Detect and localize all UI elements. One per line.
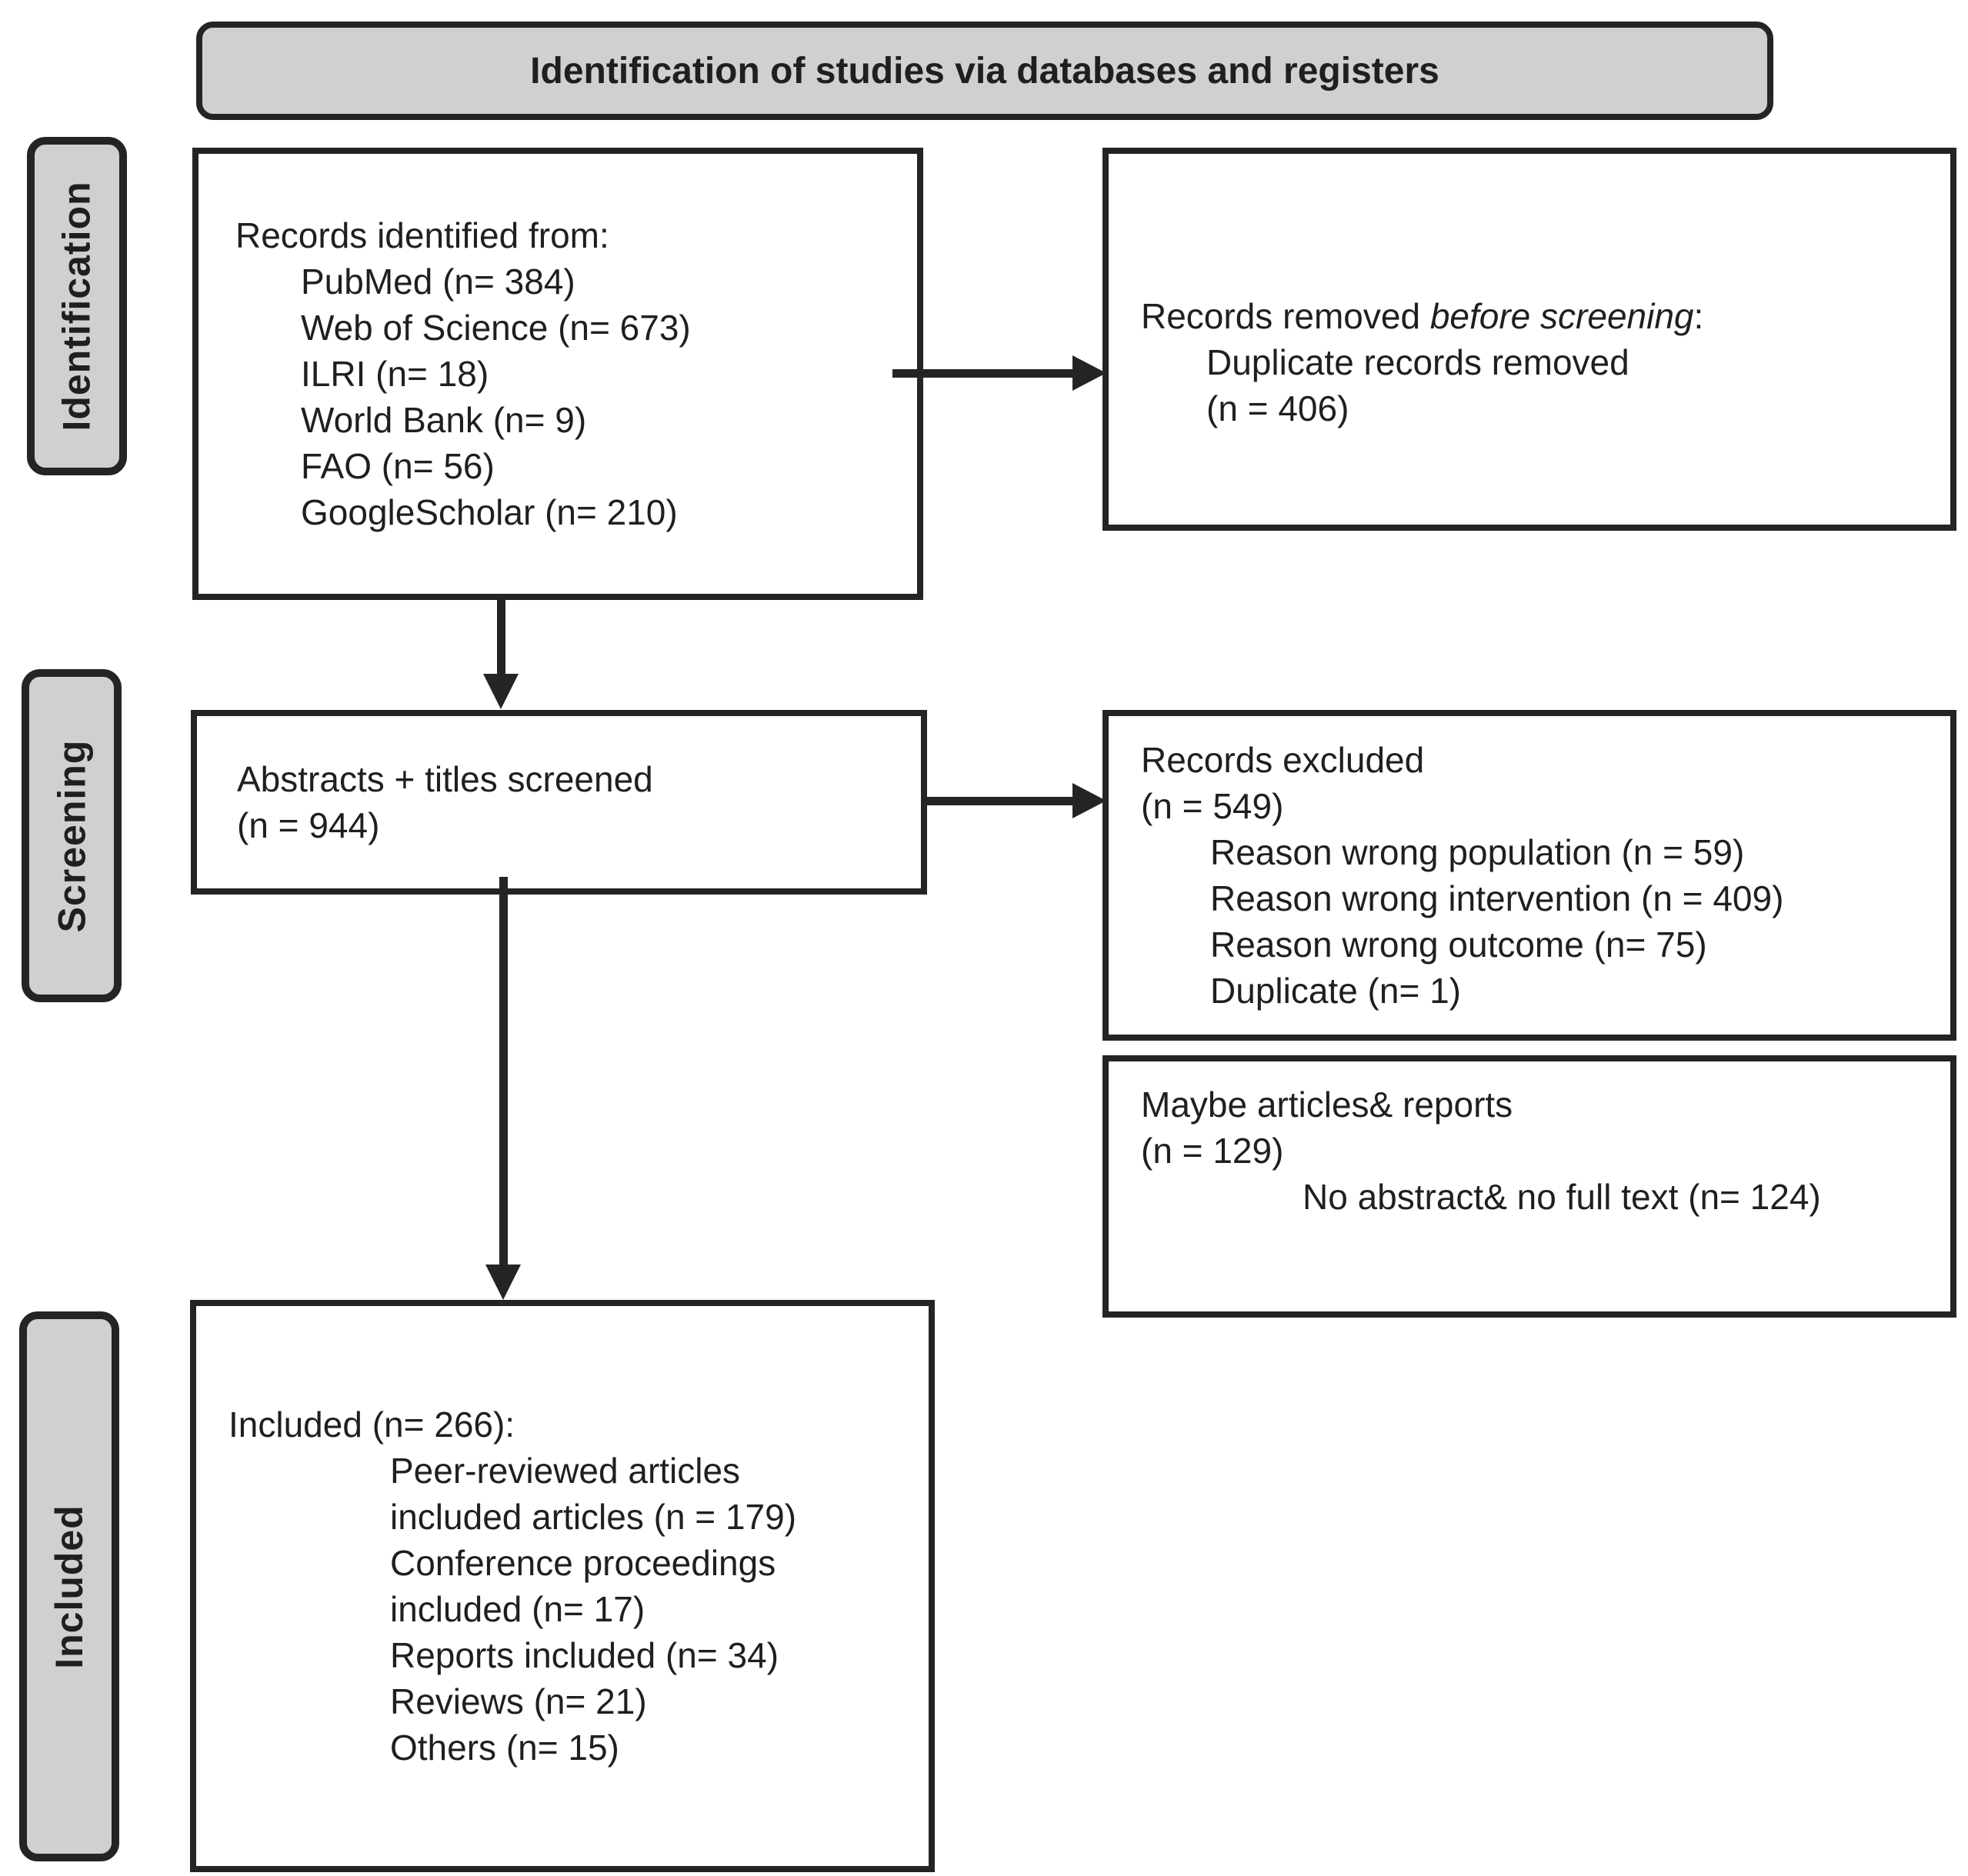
included-breakdown: Peer-reviewed articles included articles… xyxy=(390,1451,797,1768)
stage-label-screening: Screening xyxy=(22,669,122,1002)
arrow-identified-to-removed-line xyxy=(892,369,1076,378)
records-removed-heading-prefix: Records removed xyxy=(1141,296,1430,336)
title-banner: Identification of studies via databases … xyxy=(196,22,1773,120)
arrow-identified-to-screened-line xyxy=(497,600,505,677)
arrow-identified-to-screened xyxy=(483,600,519,709)
box-records-excluded: Records excluded (n = 549) Reason wrong … xyxy=(1102,710,1956,1041)
stage-label-included: Included xyxy=(19,1311,119,1861)
arrow-identified-to-removed-head xyxy=(1072,355,1106,391)
records-removed-heading: Records removed before screening: xyxy=(1141,293,1950,339)
records-excluded-reasons: Reason wrong population (n = 59) Reason … xyxy=(1210,832,1784,1011)
arrow-screened-to-excluded-line xyxy=(927,797,1076,805)
arrow-screened-to-included-line xyxy=(499,877,508,1268)
stage-identification-text: Identification xyxy=(55,181,99,432)
arrow-screened-to-included xyxy=(485,877,521,1301)
box-records-removed: Records removed before screening: Duplic… xyxy=(1102,148,1956,531)
records-removed-heading-suffix: : xyxy=(1693,296,1704,336)
records-excluded-heading: Records excluded (n = 549) xyxy=(1141,740,1425,826)
arrow-screened-to-excluded-head xyxy=(1072,783,1106,818)
box-maybe-articles: Maybe articles& reports (n = 129) No abs… xyxy=(1102,1055,1956,1318)
records-identified-heading: Records identified from: xyxy=(235,215,609,255)
records-identified-sources: PubMed (n= 384) Web of Science (n= 673) … xyxy=(301,262,691,532)
abstracts-screened-text: Abstracts + titles screened (n = 944) xyxy=(237,759,653,845)
records-removed-details: Duplicate records removed (n = 406) xyxy=(1206,342,1629,428)
maybe-articles-details: No abstract& no full text (n= 124) xyxy=(1303,1177,1821,1217)
box-records-identified: Records identified from: PubMed (n= 384)… xyxy=(192,148,923,600)
box-included: Included (n= 266): Peer-reviewed article… xyxy=(190,1300,935,1872)
stage-label-identification: Identification xyxy=(27,137,127,475)
arrow-identified-to-screened-head xyxy=(483,674,519,709)
diagram-title: Identification of studies via databases … xyxy=(530,50,1439,92)
records-removed-heading-italic: before screening xyxy=(1429,296,1694,336)
included-heading: Included (n= 266): xyxy=(228,1405,515,1444)
maybe-articles-heading: Maybe articles& reports (n = 129) xyxy=(1141,1085,1513,1171)
arrow-screened-to-included-head xyxy=(485,1265,521,1300)
stage-included-text: Included xyxy=(48,1504,92,1669)
box-abstracts-screened: Abstracts + titles screened (n = 944) xyxy=(191,710,927,895)
arrow-screened-to-excluded xyxy=(927,783,1108,818)
stage-screening-text: Screening xyxy=(50,739,93,932)
arrow-identified-to-removed xyxy=(892,355,1108,391)
